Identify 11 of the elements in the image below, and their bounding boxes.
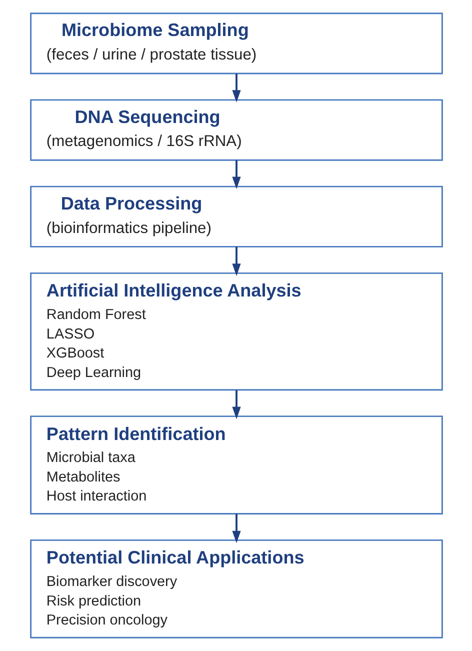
arrow [232, 160, 240, 190]
node-box: Artificial Intelligence Analysis Random Forest LASSO XGBoost Deep Learning [30, 272, 442, 391]
arrow [232, 390, 240, 420]
arrow [232, 74, 240, 102]
node-box: Microbiome Sampling (feces / urine / prostate tissue) [30, 12, 442, 74]
node-box: Potential Clinical Applications Biomarker discovery Risk prediction Precision oncology [30, 539, 442, 638]
node-box: Data Processing (bioinformatics pipeline) [30, 186, 442, 248]
arrow [232, 514, 240, 544]
arrow [232, 246, 240, 276]
node-box: DNA Sequencing (metagenomics / 16S rRNA) [30, 99, 442, 161]
node-box: Pattern Identification Microbial taxa Metabolites Host interaction [30, 416, 442, 514]
